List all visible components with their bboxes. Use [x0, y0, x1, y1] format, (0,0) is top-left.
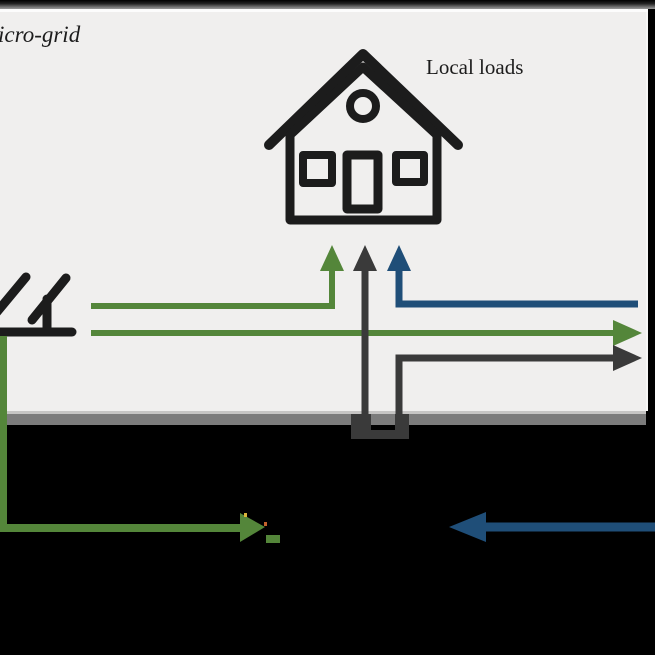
- grid-to-loads-arrowhead-icon: [353, 245, 377, 271]
- import-bottom-arrow: [449, 512, 655, 542]
- house-body: [285, 62, 442, 225]
- import-to-loads-arrowhead-icon: [387, 245, 411, 271]
- local-loads-label: Local loads: [426, 55, 524, 79]
- panel-bottom-highlight: [0, 411, 646, 414]
- import-to-loads-line: [395, 271, 638, 308]
- pv-down-arrowhead-icon: [240, 513, 265, 542]
- pv-export-arrowhead-icon: [613, 320, 642, 346]
- import-bottom-arrowhead-icon: [449, 512, 486, 542]
- house-attic-window: [346, 89, 380, 123]
- fragment-orange-icon: [264, 522, 267, 526]
- house-icon: [264, 49, 463, 225]
- pv-down-arrow: [0, 336, 265, 542]
- grid-to-loads-arrow: [353, 245, 377, 416]
- grid-export-arrow: [395, 345, 642, 416]
- pv-to-loads-line: [91, 271, 335, 309]
- panel-top-highlight: [0, 9, 648, 12]
- grid-export-line: [395, 354, 613, 416]
- pv-export-arrow: [91, 320, 642, 346]
- house-window-right: [392, 151, 428, 186]
- microgrid-region-label: icro-grid: [0, 22, 81, 47]
- house-roof: [264, 49, 463, 150]
- pv-to-loads-arrowhead-icon: [320, 245, 344, 271]
- fragment-green-icon: [266, 535, 280, 543]
- fragment-yellow-icon: [244, 513, 247, 517]
- panel-bottom-border: [0, 414, 646, 425]
- panel-top-border: [0, 0, 655, 9]
- solar-panel-icon: [0, 272, 77, 337]
- import-to-loads-arrow: [387, 245, 638, 308]
- pv-to-loads-arrow: [91, 245, 344, 309]
- house-window-left: [299, 151, 336, 187]
- plug-connector-icon: [351, 414, 409, 439]
- grid-export-arrowhead-icon: [613, 345, 642, 371]
- pv-down-line: [0, 336, 240, 532]
- microgrid-panel: [0, 12, 648, 411]
- solar-panel-strut-left: [0, 272, 31, 316]
- house-door: [342, 150, 383, 214]
